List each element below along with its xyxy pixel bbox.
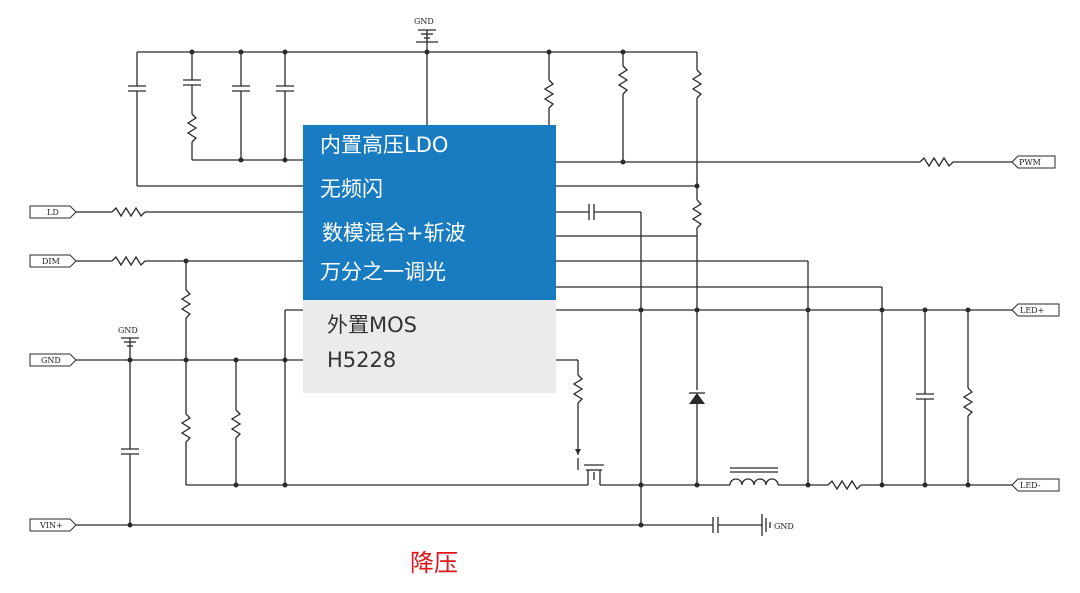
chip-feature-box-internal xyxy=(303,125,556,300)
resistor-549 xyxy=(543,52,555,125)
mosfet-symbol xyxy=(577,458,604,485)
svg-text:LD: LD xyxy=(47,208,59,217)
capacitor-left-top xyxy=(128,52,303,187)
bottom-gnd-label: GND xyxy=(774,522,794,531)
svg-text:LED-: LED- xyxy=(1020,481,1041,490)
top-ground-symbol xyxy=(416,29,438,52)
svg-text:GND: GND xyxy=(41,356,61,365)
chip-feature-box-external xyxy=(303,300,556,393)
pin-led-positive: LED+ xyxy=(1011,303,1060,317)
bottom-ground-symbol xyxy=(761,514,771,536)
output-capacitor xyxy=(916,310,934,485)
input-capacitor xyxy=(121,360,139,525)
inductor xyxy=(729,467,779,486)
pwm-resistor xyxy=(919,156,954,168)
diagram-caption: 降压 xyxy=(410,549,458,577)
pin-ld: LD xyxy=(29,205,77,219)
left-ground-symbol xyxy=(121,337,139,360)
pin-pwm: PWM xyxy=(1011,155,1056,169)
rc-snubber-192 xyxy=(183,52,201,160)
capacitor-285 xyxy=(276,52,294,160)
pin-dim: DIM xyxy=(29,254,77,268)
svg-text:PWM: PWM xyxy=(1019,158,1041,167)
freewheel-diode xyxy=(689,392,705,485)
chip-part-number: H5228 xyxy=(327,348,397,372)
capacitor-241 xyxy=(232,52,250,160)
resistor-236 xyxy=(230,360,242,485)
gate-resistor xyxy=(556,359,584,455)
svg-text:LED+: LED+ xyxy=(1020,306,1044,315)
resistor-623 xyxy=(617,52,629,162)
capacitor-coupling xyxy=(556,204,642,236)
dim-resistor xyxy=(111,255,146,267)
resistor-186-bottom xyxy=(180,360,192,485)
feature-external-mos: 外置MOS xyxy=(327,313,417,337)
resistor-697-mid xyxy=(691,186,703,236)
pin-led-negative: LED- xyxy=(1011,478,1060,492)
pin-gnd: GND xyxy=(29,353,77,367)
pin-vin: VIN+ xyxy=(29,518,77,532)
top-gnd-label: GND xyxy=(414,17,434,26)
resistor-186-top xyxy=(180,261,192,360)
bulk-capacitor xyxy=(712,517,762,533)
left-gnd-label: GND xyxy=(118,326,138,335)
resistor-697-top xyxy=(691,52,703,186)
svg-text:DIM: DIM xyxy=(42,257,60,266)
svg-text:VIN+: VIN+ xyxy=(39,521,63,530)
output-resistor xyxy=(962,310,974,485)
feature-no-flicker: 无频闪 xyxy=(320,177,383,201)
feature-hv-ldo: 内置高压LDO xyxy=(320,133,449,157)
feature-hybrid-chopping: 数模混合+斩波 xyxy=(322,221,466,245)
ld-resistor xyxy=(111,206,146,218)
sense-resistor xyxy=(827,479,862,491)
feature-dimming-depth: 万分之一调光 xyxy=(320,260,446,284)
